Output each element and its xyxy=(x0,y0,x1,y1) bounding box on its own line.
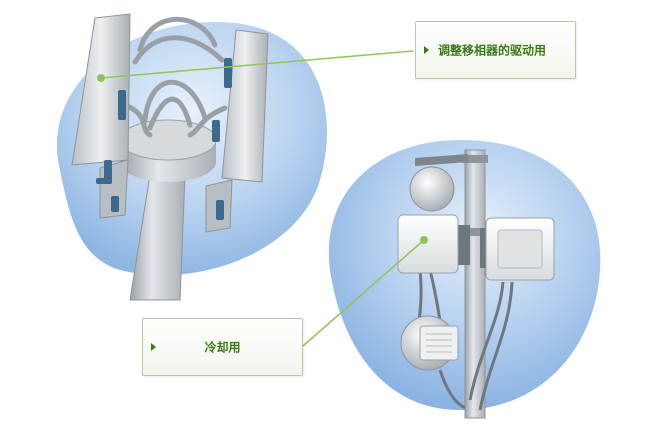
arrow-right-icon xyxy=(151,343,156,351)
callout-cooling: 冷却用 xyxy=(142,318,303,376)
antenna-panel-right xyxy=(221,29,269,183)
phase-shifter-actuators xyxy=(96,58,232,220)
antenna-tower-illustration xyxy=(56,13,327,301)
leader-line-actuator xyxy=(100,50,414,79)
cooling-unit-box xyxy=(397,214,459,274)
callout-actuator-label: 调整移相器的驱动用 xyxy=(438,43,547,58)
equipment-pole-illustration xyxy=(328,140,601,419)
arrow-right-icon xyxy=(424,46,429,54)
dome-sensor xyxy=(409,166,455,212)
callout-actuator: 调整移相器的驱动用 xyxy=(415,21,576,79)
callout-cooling-label: 冷却用 xyxy=(204,340,241,355)
equipment-pole xyxy=(464,149,486,419)
antenna-cables xyxy=(122,16,228,138)
leader-line-cooling xyxy=(302,239,425,347)
